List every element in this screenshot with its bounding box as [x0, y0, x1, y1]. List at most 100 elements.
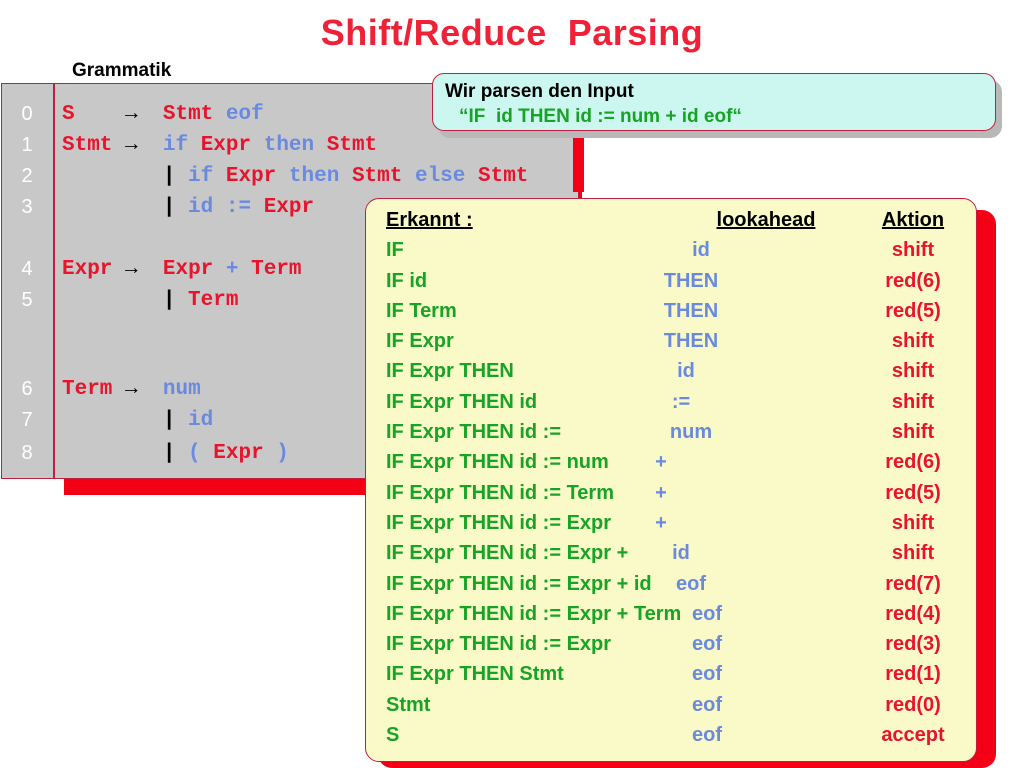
cell-erkannt: S [386, 724, 400, 747]
trace-row: IF id shift [366, 235, 976, 265]
callout-tail [573, 130, 584, 192]
grammar-rule-number: 8 [21, 442, 33, 464]
cell-lookahead: THEN [663, 299, 719, 322]
grammar-lhs: Expr [62, 258, 113, 281]
cell-lookahead: THEN [663, 269, 719, 292]
grammar-rule: | id := Expr [62, 196, 314, 219]
grammar-symbol: if [188, 165, 214, 188]
cell-erkannt: IF Expr THEN Stmt [386, 663, 564, 686]
cell-aktion: red(5) [885, 481, 941, 504]
trace-row: IF Term THEN red(5) [366, 296, 976, 326]
alternative-bar-icon: | [162, 442, 176, 465]
trace-row: IF Expr THEN Stmt eof red(1) [366, 659, 976, 689]
alternative-bar-icon: | [162, 165, 176, 188]
cell-erkannt: IF [386, 239, 404, 262]
cell-lookahead: id [672, 542, 690, 565]
grammar-symbol: + [225, 258, 239, 281]
grammar-symbol: if [162, 134, 189, 157]
cell-aktion: shift [891, 239, 935, 262]
grammar-rule: Expr → Expr + Term [62, 258, 302, 281]
grammar-symbol: Term [188, 289, 239, 312]
cell-erkannt: IF Expr THEN id := Term [386, 481, 614, 504]
trace-row: IF Expr THEN id := Expr+shift [366, 508, 976, 538]
grammar-rule-number: 4 [21, 258, 33, 280]
cell-aktion: shift [891, 542, 935, 565]
cell-aktion: shift [891, 511, 935, 534]
cell-aktion: red(1) [885, 663, 941, 686]
grammar-rule: Term → num [62, 378, 201, 401]
grammar-symbol: ( [188, 442, 201, 465]
grammar-lhs: S [62, 103, 75, 126]
grammar-symbol: Term [251, 258, 302, 281]
alternative-bar-icon: | [162, 289, 176, 312]
cell-lookahead: eof [692, 663, 722, 686]
cell-lookahead: num [669, 421, 713, 444]
cell-erkannt: IF Expr [386, 330, 454, 353]
cell-lookahead: := [671, 390, 691, 413]
cell-erkannt: IF Term [386, 299, 457, 322]
cell-erkannt: Stmt [386, 693, 431, 716]
trace-row: IF Expr THEN id := Expr + id shift [366, 538, 976, 568]
cell-aktion: red(6) [885, 451, 941, 474]
cell-lookahead: eof [692, 633, 722, 656]
grammar-symbol: then [263, 134, 315, 157]
cell-lookahead: eof [692, 602, 722, 625]
cell-aktion: red(7) [885, 572, 941, 595]
grammar-rule: | Term [62, 289, 239, 312]
callout-input-string: “IF id THEN id := num + id eof“ [459, 106, 742, 127]
cell-erkannt: IF Expr THEN [386, 360, 514, 383]
cell-aktion: red(5) [885, 299, 941, 322]
grammar-rule-number: 7 [21, 409, 33, 431]
cell-lookahead: id [692, 239, 710, 262]
trace-row: IF Expr THEN id := num + red(6) [366, 447, 976, 477]
grammar-rule-number: 6 [21, 378, 33, 400]
grammar-symbol: eof [225, 103, 264, 126]
grammar-rule: | id [62, 409, 213, 432]
cell-erkannt: IF Expr THEN id := [386, 421, 562, 444]
grammar-symbol: Stmt [351, 165, 403, 188]
alternative-bar-icon: | [162, 409, 176, 432]
grammar-rule: | ( Expr ) [62, 442, 289, 465]
trace-row: IF Expr THEN id:=shift [366, 387, 976, 417]
grammar-rule: | if Expr then Stmt else Stmt [62, 165, 529, 188]
trace-row: IF Expr THEN id := Term+red(5) [366, 478, 976, 508]
cell-lookahead: THEN [663, 330, 719, 353]
cell-lookahead: eof [692, 724, 722, 747]
grammar-symbol: Stmt [326, 134, 378, 157]
cell-erkannt: IF Expr THEN id := Expr + [386, 542, 629, 565]
grammar-rule-number: 5 [21, 289, 33, 311]
grammar-lhs: Term [62, 378, 113, 401]
grammar-symbol: Expr [200, 134, 252, 157]
cell-erkannt: IF Expr THEN id [386, 390, 538, 413]
grammar-symbol: id [188, 409, 214, 432]
arrow-icon: → [125, 103, 138, 126]
column-header-erkannt: Erkannt : [386, 209, 473, 231]
cell-lookahead: eof [676, 572, 706, 595]
grammar-caption: Grammatik [72, 60, 172, 81]
arrow-icon: → [125, 378, 138, 401]
trace-row: IF Expr THEN shift [366, 326, 976, 356]
cell-aktion: shift [891, 360, 935, 383]
cell-lookahead: + [655, 451, 667, 474]
cell-lookahead: eof [692, 693, 722, 716]
cell-lookahead: id [677, 360, 695, 383]
cell-aktion: red(4) [885, 602, 941, 625]
grammar-rule: S → Stmt eof [62, 103, 264, 126]
cell-aktion: red(6) [885, 269, 941, 292]
grammar-rule-number: 1 [21, 134, 33, 156]
cell-aktion: shift [891, 330, 935, 353]
cell-erkannt: IF Expr THEN id := num [386, 451, 609, 474]
grammar-symbol: Expr [225, 165, 277, 188]
column-header-aktion: Aktion [881, 209, 945, 231]
cell-aktion: accept [881, 724, 945, 747]
grammar-rule-number: 3 [21, 196, 33, 218]
cell-aktion: red(3) [885, 633, 941, 656]
cell-erkannt: IF Expr THEN id := Expr [386, 511, 612, 534]
cell-erkannt: IF id [386, 269, 428, 292]
